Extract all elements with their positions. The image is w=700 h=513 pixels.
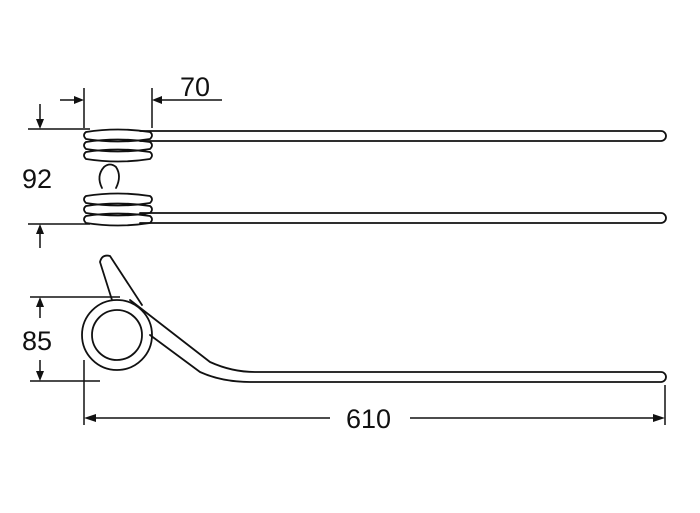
lower-tine-leg bbox=[139, 212, 667, 224]
side-coil-outer bbox=[81, 299, 153, 371]
arrow-head-icon bbox=[84, 414, 96, 422]
side-tine-leg bbox=[129, 299, 667, 383]
arrow-head-icon bbox=[74, 96, 84, 104]
lower-coil bbox=[83, 192, 153, 227]
coil-width-dimension: 70 bbox=[60, 72, 222, 128]
overall-length-value: 610 bbox=[346, 404, 391, 434]
coil-width-value: 70 bbox=[180, 72, 210, 102]
top-view bbox=[83, 128, 667, 227]
arrow-head-icon bbox=[653, 414, 665, 422]
arrow-head-icon bbox=[36, 224, 44, 234]
coil-height-dimension: 85 bbox=[22, 296, 120, 382]
arrow-head-icon bbox=[36, 297, 44, 307]
coil-connector-bow bbox=[98, 163, 120, 189]
upper-coil bbox=[83, 128, 153, 163]
arrow-head-icon bbox=[36, 119, 44, 129]
overall-length-dimension: 610 bbox=[83, 360, 666, 434]
arrow-head-icon bbox=[152, 96, 162, 104]
upper-tine-leg bbox=[139, 130, 667, 142]
arrow-head-icon bbox=[36, 371, 44, 381]
side-view bbox=[81, 254, 667, 383]
overall-height-dimension: 92 bbox=[22, 104, 90, 248]
coil-height-value: 85 bbox=[22, 326, 52, 356]
coil-end-hook bbox=[99, 254, 143, 306]
overall-height-value: 92 bbox=[22, 164, 52, 194]
side-coil-inner bbox=[91, 309, 143, 361]
